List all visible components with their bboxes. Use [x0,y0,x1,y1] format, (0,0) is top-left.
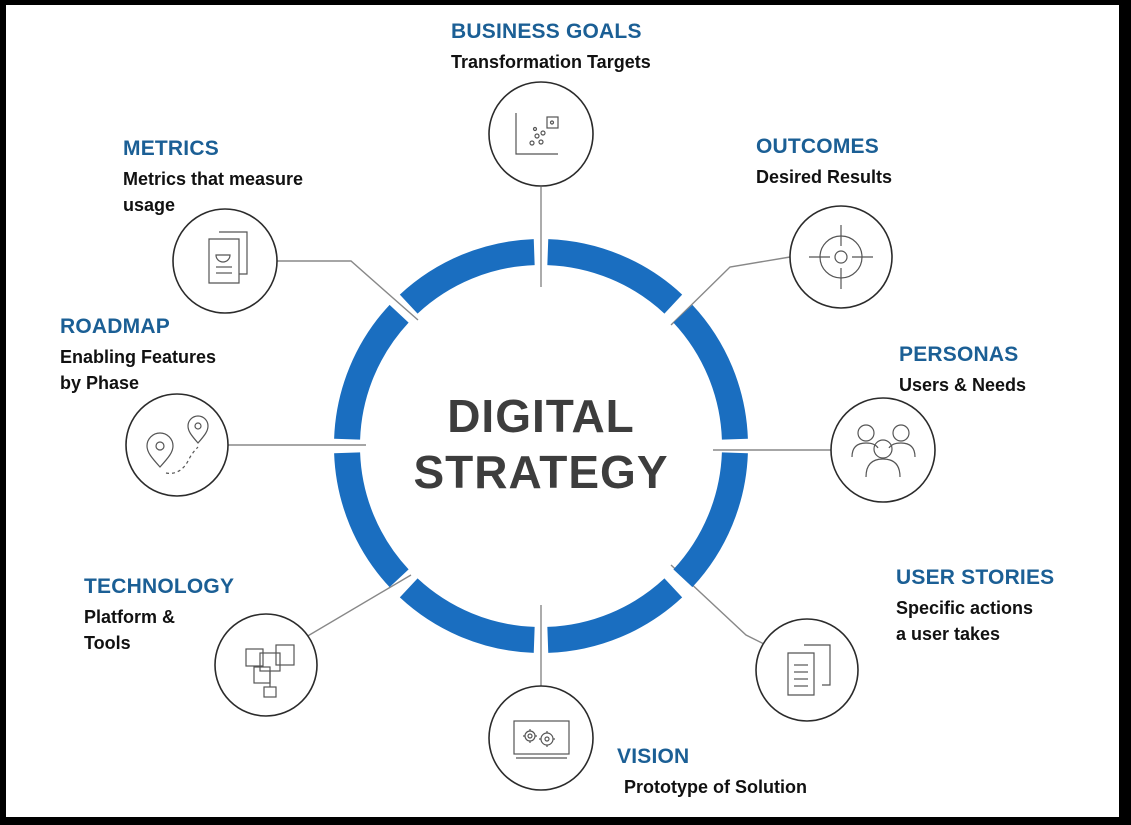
technology-subtitle-line1: Platform & [84,607,176,627]
vision-subtitle: Prototype of Solution [624,777,807,797]
outcomes-subtitle: Desired Results [756,167,893,187]
node-technology-circle [214,613,318,717]
technology-subtitle-line2: Tools [84,633,131,653]
metrics-subtitle-line2: usage [123,195,176,215]
connector-user-stories [670,564,767,646]
ring-segment [547,239,683,314]
connectors [228,187,831,705]
roadmap-title: ROADMAP [60,315,170,338]
blocks-icon [245,644,295,698]
node-vision-label: VISION Prototype of Solution [617,745,807,800]
center-title-line1: DIGITAL [447,390,635,442]
node-vision-circle [488,685,594,791]
ring-segment [673,304,748,440]
center-title-line2: STRATEGY [413,446,668,498]
node-outcomes-label: OUTCOMES Desired Results [756,135,892,190]
node-roadmap-label: ROADMAP Enabling Features by Phase [60,315,216,396]
scatter-plot-icon [515,113,559,155]
personas-subtitle: Users & Needs [899,375,1027,395]
connector-outcomes [670,256,791,326]
metrics-title: METRICS [123,137,219,160]
node-business-goals-label: BUSINESS GOALS Transformation Targets [451,20,651,75]
node-outcomes-circle [789,205,893,309]
map-pins-icon [146,415,209,474]
node-user-stories-circle [755,618,859,722]
node-metrics-circle [172,208,278,314]
business-goals-subtitle: Transformation Targets [451,52,651,72]
connector-metrics [276,260,419,321]
vision-title: VISION [617,745,690,768]
personas-title: PERSONAS [899,343,1019,366]
user-stories-subtitle-line2: a user takes [896,624,1001,644]
metrics-subtitle-line1: Metrics that measure [123,169,304,189]
node-personas-circle [830,397,936,503]
documents-icon [787,644,831,696]
ring-segment [547,578,683,653]
users-group-icon [851,424,916,478]
diagram-frame: DIGITAL STRATEGY [6,5,1119,817]
node-user-stories-label: USER STORIES Specific actions a user tak… [896,566,1054,647]
connector-technology [305,574,412,638]
ring-segment [399,578,535,653]
roadmap-subtitle-line2: by Phase [60,373,140,393]
ring-segment [399,239,535,314]
business-goals-title: BUSINESS GOALS [451,20,642,43]
strategy-ring [334,239,748,653]
user-stories-subtitle-line1: Specific actions [896,598,1034,618]
node-technology-label: TECHNOLOGY Platform & Tools [84,575,234,656]
digital-strategy-diagram: DIGITAL STRATEGY [125,81,936,791]
outcomes-title: OUTCOMES [756,135,879,158]
node-business-goals-circle [488,81,594,187]
node-metrics-label: METRICS Metrics that measure usage [123,137,303,218]
report-chart-icon [208,231,248,284]
technology-title: TECHNOLOGY [84,575,235,598]
ring-segment [334,452,409,588]
user-stories-title: USER STORIES [896,566,1055,589]
roadmap-subtitle-line1: Enabling Features [60,347,217,367]
ring-segment [673,452,748,588]
node-personas-label: PERSONAS Users & Needs [899,343,1026,398]
ring-segment [334,304,409,440]
node-roadmap-circle [125,393,229,497]
monitor-gears-icon [513,720,570,759]
target-icon [809,225,873,289]
